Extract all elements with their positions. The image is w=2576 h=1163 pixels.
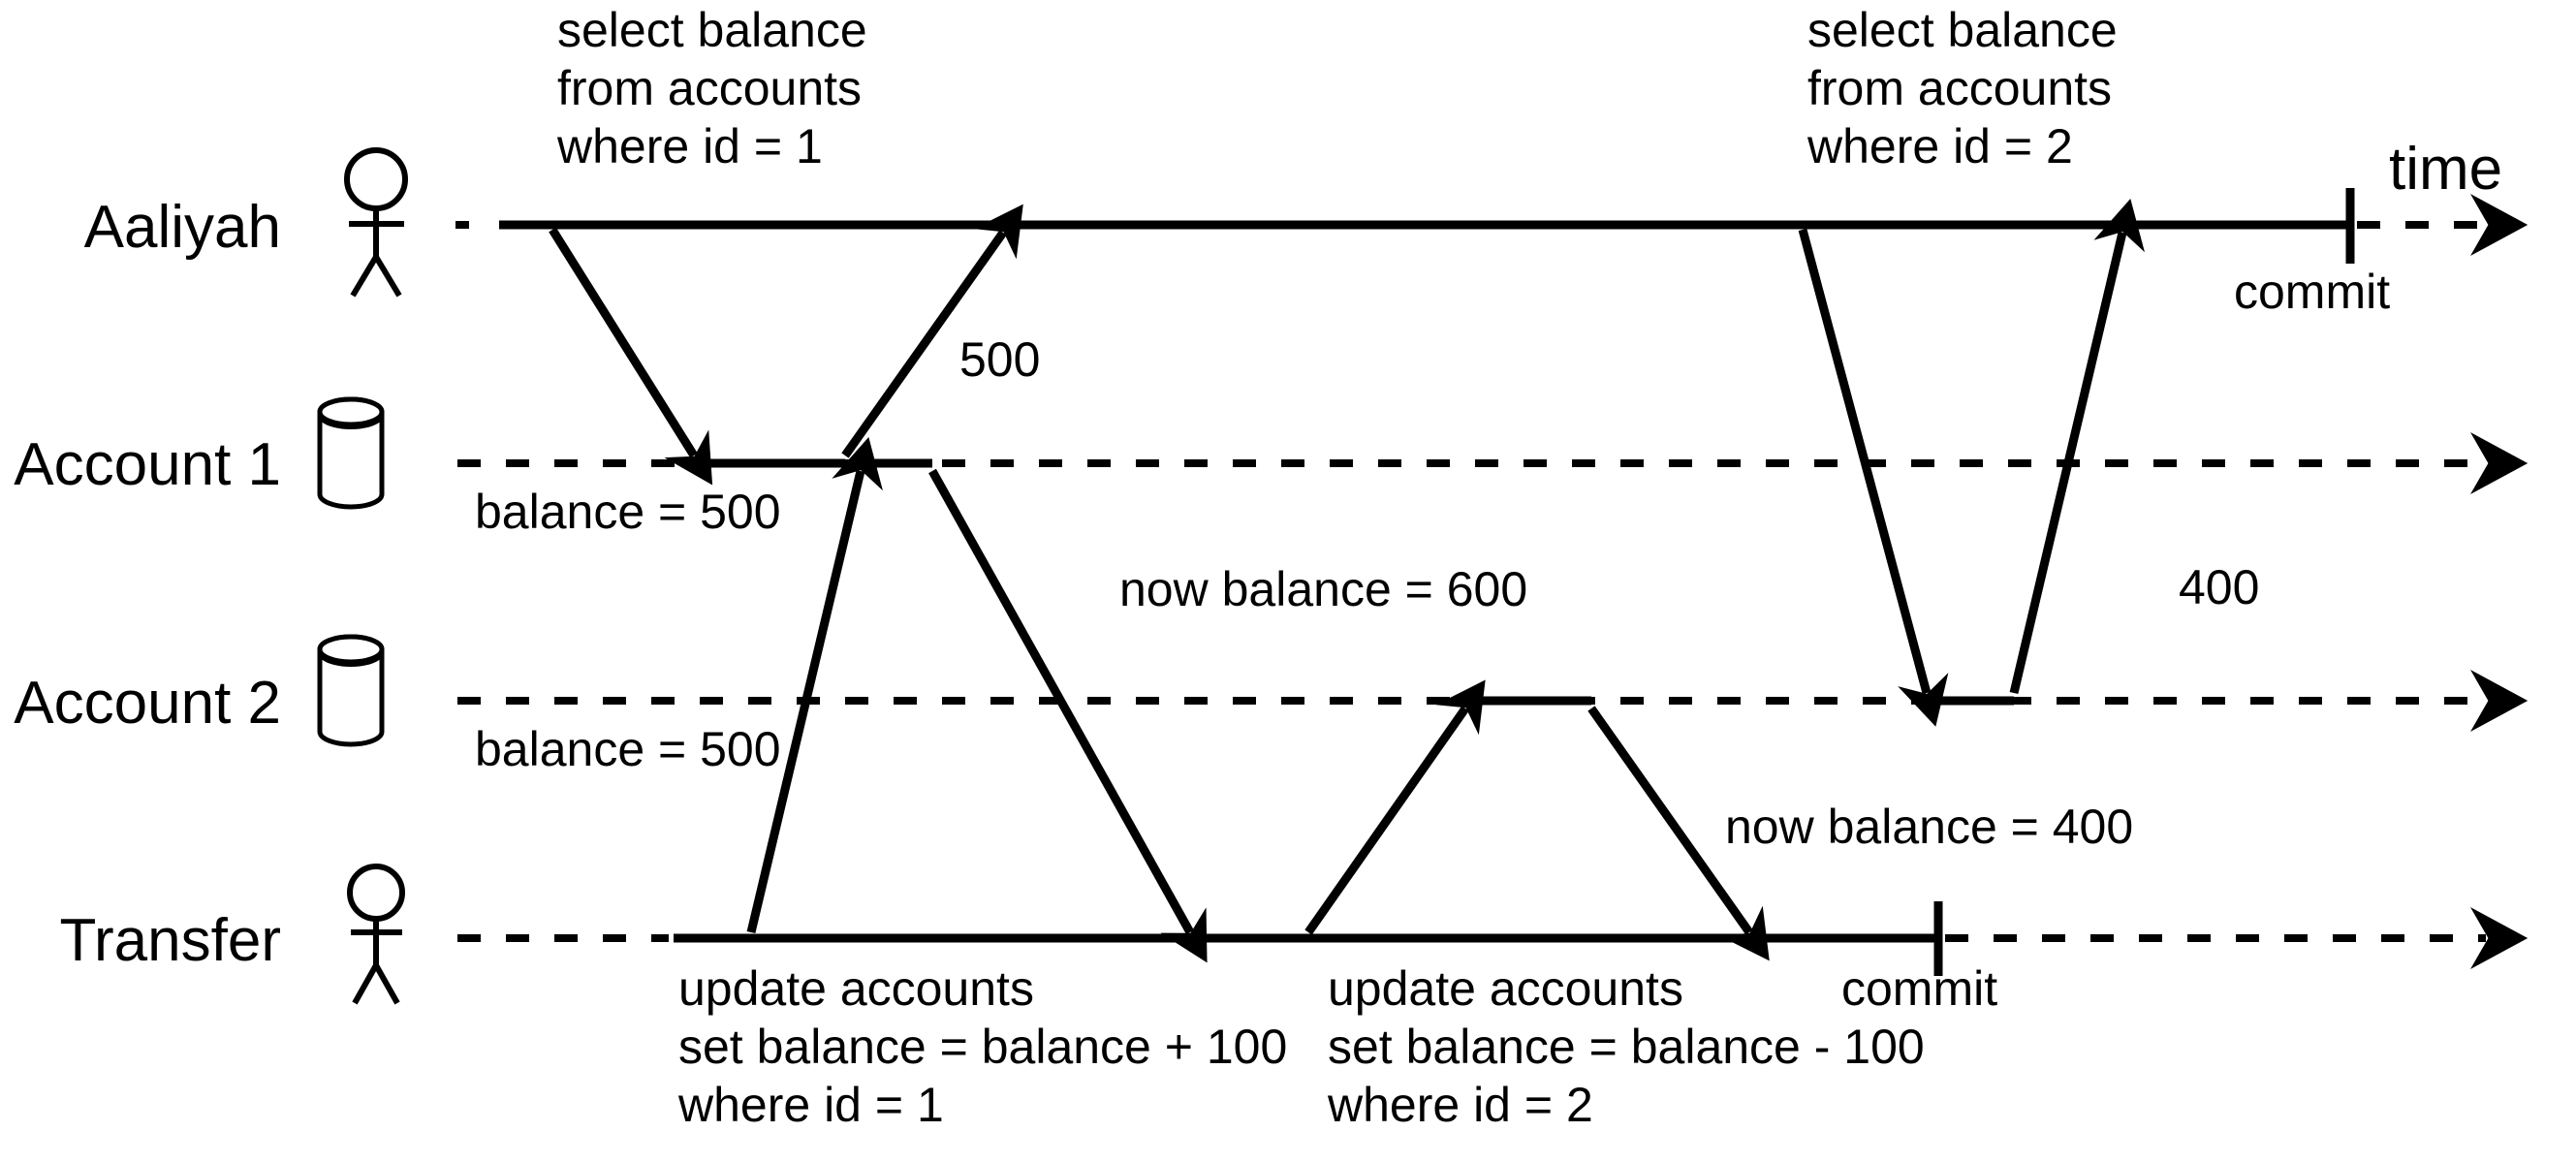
commit-label-aaliyah: commit xyxy=(2234,265,2390,319)
svg-text:select balance: select balance xyxy=(557,3,867,57)
svg-text:update accounts: update accounts xyxy=(1328,961,1683,1016)
time-axis-label: time xyxy=(2389,136,2502,203)
message-account1-return-500 xyxy=(841,204,1023,458)
participant-label-transfer: Transfer xyxy=(59,907,281,974)
state-label-account2-after-update: now balance = 400 xyxy=(1725,800,2133,854)
message-account2-return-400 xyxy=(1587,706,1770,961)
database-cylinder-icon-account2 xyxy=(317,634,385,747)
note-aaliyah-select-account2: select balance from accounts where id = … xyxy=(1806,3,2118,173)
participant-label-account1: Account 1 xyxy=(14,431,281,498)
participant-label-account2: Account 2 xyxy=(14,670,281,737)
state-label-account1-after-update: now balance = 600 xyxy=(1119,562,1527,616)
message-aaliyah-select-account1 xyxy=(549,227,713,486)
note-transfer-update-account2: update accounts set balance = balance - … xyxy=(1327,961,1925,1132)
svg-text:set balance = balance + 100: set balance = balance + 100 xyxy=(678,1020,1287,1074)
state-label-account1-initial: balance = 500 xyxy=(475,485,781,539)
commit-label-transfer: commit xyxy=(1841,961,1997,1016)
svg-text:select balance: select balance xyxy=(1807,3,2118,57)
svg-text:from accounts: from accounts xyxy=(557,61,862,115)
actor-stick-figure-icon-aaliyah xyxy=(344,147,408,298)
return-value-400: 400 xyxy=(2179,560,2259,614)
message-account1-return-600 xyxy=(928,468,1208,963)
svg-text:where id = 2: where id = 2 xyxy=(1327,1078,1593,1132)
note-transfer-update-account1: update accounts set balance = balance + … xyxy=(677,961,1287,1132)
message-transfer-update-account1 xyxy=(746,436,883,934)
return-value-500: 500 xyxy=(959,332,1040,387)
message-aaliyah-select-account2 xyxy=(1798,228,1949,727)
participant-label-aaliyah: Aaliyah xyxy=(84,194,281,261)
svg-text:where id = 2: where id = 2 xyxy=(1806,119,2073,173)
svg-text:where id = 1: where id = 1 xyxy=(677,1078,944,1132)
state-label-account2-initial: balance = 500 xyxy=(475,722,781,776)
message-account2-return-to-aaliyah xyxy=(2009,198,2145,695)
svg-text:update accounts: update accounts xyxy=(678,961,1034,1016)
message-transfer-update-account2 xyxy=(1304,679,1486,935)
actor-stick-figure-icon-transfer xyxy=(347,864,405,1005)
svg-text:where id = 1: where id = 1 xyxy=(556,119,823,173)
svg-text:set balance = balance - 100: set balance = balance - 100 xyxy=(1328,1020,1925,1074)
note-aaliyah-select-account1: select balance from accounts where id = … xyxy=(556,3,867,173)
database-cylinder-icon-account1 xyxy=(317,396,385,510)
svg-text:from accounts: from accounts xyxy=(1807,61,2112,115)
